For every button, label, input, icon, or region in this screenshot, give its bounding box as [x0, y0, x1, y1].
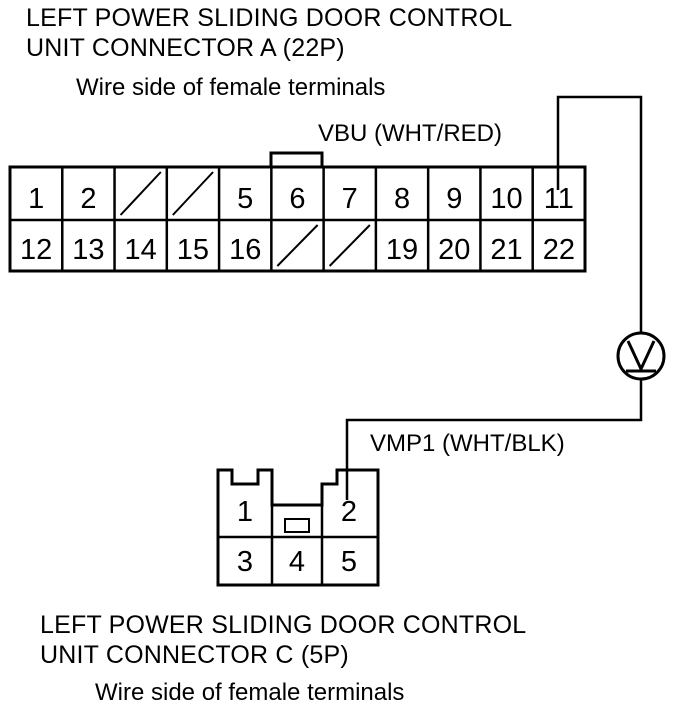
voltmeter-icon — [616, 331, 666, 381]
connector-a-pin-20: 20 — [438, 234, 470, 266]
connector-a-pin-19: 19 — [386, 234, 418, 266]
connector-a-pin-1: 1 — [28, 183, 44, 215]
connector-a-pin-5: 5 — [237, 183, 253, 215]
connector-a-pin-7: 7 — [342, 183, 358, 215]
connector-c-subtitle: Wire side of female terminals — [95, 679, 405, 706]
connector-a-pin-2: 2 — [80, 183, 96, 215]
connector-c-pin-1: 1 — [237, 496, 253, 528]
connector-a-pin-22: 22 — [543, 234, 575, 266]
connector-a-pin-14: 14 — [125, 234, 157, 266]
connector-a-pin-13: 13 — [72, 234, 104, 266]
connector-c-key — [284, 518, 310, 533]
connector-a-title-line2: UNIT CONNECTOR A (22P) — [26, 34, 345, 62]
wire-label-vbu: VBU (WHT/RED) — [318, 120, 502, 147]
connector-a-empty-cavity — [328, 224, 371, 267]
connector-c-pin-4: 4 — [289, 546, 305, 578]
wire-label-vmp1: VMP1 (WHT/BLK) — [370, 430, 565, 457]
connector-a-title-line1: LEFT POWER SLIDING DOOR CONTROL — [26, 4, 513, 32]
connector-a-pin-8: 8 — [394, 183, 410, 215]
connector-c-title-line1: LEFT POWER SLIDING DOOR CONTROL — [40, 611, 527, 639]
connector-a-lock-tab — [269, 151, 324, 167]
connector-a-pin-15: 15 — [177, 234, 209, 266]
connector-a-pin-21: 21 — [490, 234, 522, 266]
connector-a-empty-cavity — [172, 171, 214, 216]
connector-a-pin-10: 10 — [490, 183, 522, 215]
connector-c-pin-5: 5 — [341, 546, 357, 578]
connector-a-pin-16: 16 — [229, 234, 261, 266]
connector-a-pin-6: 6 — [289, 183, 305, 215]
connector-c-pin-3: 3 — [237, 546, 253, 578]
connector-c-title-line2: UNIT CONNECTOR C (5P) — [40, 641, 349, 669]
connector-a-pin-9: 9 — [446, 183, 462, 215]
connector-a-empty-cavity — [276, 224, 319, 267]
connector-a-pin-12: 12 — [20, 234, 52, 266]
wire-vbu — [556, 95, 643, 333]
connector-c-pin-2: 2 — [341, 496, 357, 528]
connector-a-empty-cavity — [119, 171, 162, 216]
connector-a-subtitle: Wire side of female terminals — [76, 74, 386, 101]
wire-vmp1 — [345, 379, 643, 500]
